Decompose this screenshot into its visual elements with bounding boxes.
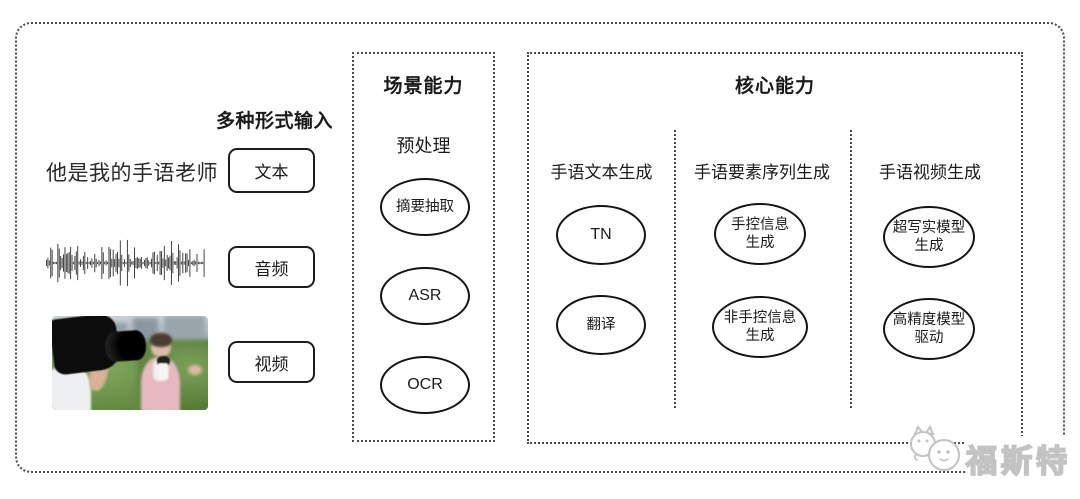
- node-tn: TN: [556, 205, 646, 265]
- core-panel-title: 核心能力: [734, 76, 815, 97]
- column-header-sign-video-generation: 手语视频生成: [879, 163, 981, 182]
- watermark: 福斯特: [906, 424, 1071, 481]
- node-translation: 翻译: [556, 295, 646, 355]
- outer-dotted-border: [15, 22, 1065, 473]
- column-header-sign-text-generation: 手语文本生成: [550, 163, 653, 182]
- node-asr: ASR: [380, 267, 470, 325]
- column-divider: [674, 130, 676, 408]
- scene-panel-title: 场景能力: [383, 76, 464, 97]
- node-hyperrealistic-model-generation: 超写实模型 生成: [883, 206, 975, 268]
- node-manual-info-generation: 手控信息 生成: [714, 203, 806, 265]
- watermark-text: 福斯特: [965, 436, 1071, 481]
- photo-reporter-hair: [149, 332, 173, 347]
- scene-capability-panel: 场景能力 预处理 摘要抽取 ASR OCR: [352, 52, 495, 442]
- photo-camera-lens: [104, 329, 147, 363]
- node-high-precision-model-driving: 高精度模型 驱动: [883, 298, 975, 360]
- input-type-video-box: 视频: [228, 341, 315, 383]
- node-ocr: OCR: [380, 356, 470, 414]
- photo-reporter-hand: [187, 364, 202, 376]
- reporter-video-thumbnail: [52, 316, 208, 410]
- photo-microphone: [158, 363, 169, 379]
- mascot-faces-icon: [910, 424, 960, 471]
- audio-waveform-icon: [44, 231, 207, 295]
- input-type-audio-box: 音频: [228, 246, 315, 288]
- node-summary-extraction: 摘要抽取: [380, 178, 470, 236]
- node-non-manual-info-generation: 非手控信息 生成: [712, 296, 808, 358]
- preprocess-label: 预处理: [396, 136, 451, 156]
- input-section-heading: 多种形式输入: [216, 111, 334, 132]
- text-input-example: 他是我的手语老师: [46, 162, 218, 185]
- core-capability-panel: 核心能力 手语文本生成 手语要素序列生成 手语视频生成 TN 翻译 手控信息 生…: [527, 52, 1023, 444]
- input-type-text-box: 文本: [228, 148, 315, 193]
- column-divider: [850, 130, 852, 408]
- column-header-sign-element-sequence-generation: 手语要素序列生成: [694, 163, 830, 182]
- photo-microphone-windscreen: [156, 356, 170, 366]
